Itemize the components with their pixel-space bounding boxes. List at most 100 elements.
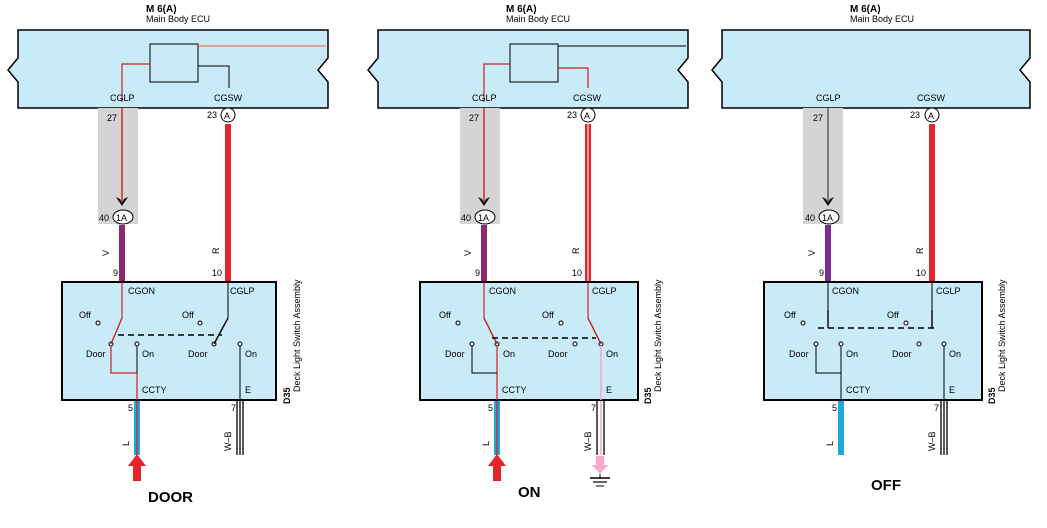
on-left-contact: [134, 341, 140, 347]
switch-assembly-box: [763, 281, 983, 401]
cgon-label: CGON: [832, 286, 859, 296]
connector-1a: [818, 209, 840, 225]
off-left-label: Off: [784, 310, 796, 320]
wire-l-label: L: [825, 441, 835, 446]
ecu-code: M 6(A): [850, 4, 881, 15]
cglp-switch-label: CGLP: [592, 286, 617, 296]
off-right-label: Off: [542, 310, 554, 320]
on-left-contact: [838, 341, 844, 347]
wire-v-label: V: [463, 250, 473, 256]
assembly-code: D35: [643, 387, 653, 404]
door-left-label: Door: [445, 349, 465, 359]
cgon-label: CGON: [128, 286, 155, 296]
assembly-name: Deck Light Switch Assembly: [292, 279, 302, 392]
ecu-code: M 6(A): [506, 4, 537, 15]
off-right-contact: [903, 320, 909, 326]
ground-flow-arrow: [592, 456, 608, 474]
off-left-contact: [455, 320, 461, 326]
connector-1a: [112, 209, 134, 225]
connector-1a-label: 1A: [116, 213, 127, 223]
cgsw-terminal-label: CGSW: [917, 93, 946, 103]
connector-1a-label: 1A: [478, 213, 489, 223]
harness-shade: [98, 108, 138, 224]
current-flow-arrow: [488, 454, 506, 481]
door-left-label: Door: [86, 349, 106, 359]
pin-7: 7: [934, 403, 939, 413]
cglp-terminal-label: CGLP: [110, 93, 135, 103]
ecu-code: M 6(A): [146, 4, 177, 15]
cgon-label: CGON: [489, 286, 516, 296]
ecu-relay-box: [149, 43, 199, 83]
pin-7: 7: [591, 403, 596, 413]
off-left-contact: [95, 320, 101, 326]
connector-a: [924, 107, 940, 123]
connector-a: [220, 107, 236, 123]
wire-wb-label: W–B: [583, 431, 593, 451]
pin-23: 23: [910, 110, 920, 120]
pin-27: 27: [107, 113, 117, 123]
wire-l-label: L: [121, 441, 131, 446]
splice-arrow: [116, 197, 128, 206]
door-right-contact: [916, 341, 922, 347]
off-right-contact: [558, 320, 564, 326]
ecu-name: Main Body ECU: [506, 14, 570, 24]
on-right-label: On: [949, 349, 961, 359]
off-right-label: Off: [182, 310, 194, 320]
ccty-circuit: [815, 346, 842, 400]
connector-1a-label: 1A: [822, 213, 833, 223]
on-right-contact: [941, 341, 947, 347]
assembly-name: Deck Light Switch Assembly: [997, 279, 1007, 392]
on-right-contact: [237, 341, 243, 347]
pin-5: 5: [128, 403, 133, 413]
connector-a-label: A: [224, 111, 230, 121]
off-right-contact: [197, 320, 203, 326]
pin-10: 10: [572, 268, 582, 278]
switch-right-blade: [213, 317, 229, 345]
connector-1a: [474, 209, 496, 225]
harness-shade: [460, 108, 500, 224]
e-label: E: [245, 385, 251, 395]
panel-door: M 6(A) Main Body ECU CGLP CGSW 27 23 A 1…: [7, 4, 329, 506]
ecu-cgsw-circuit: [198, 65, 230, 88]
assembly-code: D35: [282, 387, 292, 404]
ecu-name: Main Body ECU: [850, 14, 914, 24]
wire-wb-label: W–B: [927, 431, 937, 451]
pin-9: 9: [475, 268, 480, 278]
door-right-contact: [572, 341, 578, 347]
ccty-label: CCTY: [502, 385, 527, 395]
off-right-label: Off: [887, 310, 899, 320]
ccty-label: CCTY: [846, 385, 871, 395]
pin-5: 5: [488, 403, 493, 413]
on-right-label: On: [606, 349, 618, 359]
pin-40: 40: [99, 213, 109, 223]
connector-a: [580, 107, 596, 123]
pin-9: 9: [113, 268, 118, 278]
cgsw-terminal-label: CGSW: [573, 93, 602, 103]
ccty-label: CCTY: [142, 385, 167, 395]
on-right-label: On: [245, 349, 257, 359]
cglp-switch-label: CGLP: [230, 286, 255, 296]
ecu-name: Main Body ECU: [146, 14, 210, 24]
switch-left-blade: [483, 317, 498, 345]
wire-v-label: V: [807, 250, 817, 256]
cglp-terminal-label: CGLP: [816, 93, 841, 103]
ecu-cglp-circuit: [121, 63, 150, 102]
switch-left-blade: [110, 317, 123, 345]
pin-5: 5: [832, 403, 837, 413]
door-left-contact: [813, 341, 819, 347]
ground-icon: [590, 474, 610, 487]
pin-7: 7: [231, 403, 236, 413]
pin-9: 9: [819, 268, 824, 278]
harness-shade: [803, 108, 843, 224]
splice-arrow: [822, 197, 834, 206]
pin-27: 27: [469, 113, 479, 123]
pin-40: 40: [461, 213, 471, 223]
cglp-switch-label: CGLP: [936, 286, 961, 296]
door-left-label: Door: [789, 349, 809, 359]
door-right-label: Door: [548, 349, 568, 359]
mode-label: ON: [518, 484, 541, 501]
panel-off: M 6(A) Main Body ECU CGLP CGSW 27 23 A 1…: [711, 4, 1031, 494]
switch-assembly-box: [419, 281, 639, 401]
connector-a-label: A: [584, 111, 590, 121]
